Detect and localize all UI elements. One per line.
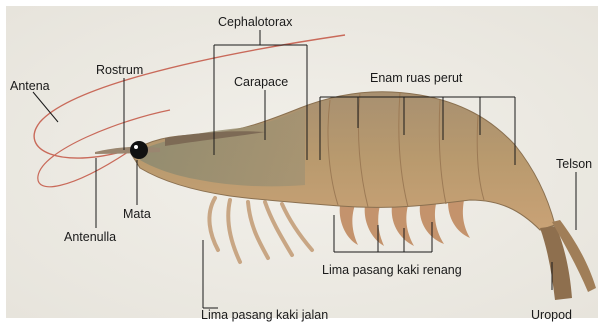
label-enam-ruas-perut: Enam ruas perut bbox=[370, 71, 463, 85]
label-mata: Mata bbox=[123, 207, 151, 221]
label-antenulla: Antenulla bbox=[64, 230, 116, 244]
label-uropod: Uropod bbox=[531, 308, 572, 322]
label-telson: Telson bbox=[556, 157, 592, 171]
label-carapace: Carapace bbox=[234, 75, 288, 89]
label-lima-pasang-kaki-renang: Lima pasang kaki renang bbox=[322, 263, 462, 277]
label-rostrum: Rostrum bbox=[96, 63, 143, 77]
label-antena: Antena bbox=[10, 79, 50, 93]
label-cephalotorax: Cephalotorax bbox=[218, 15, 293, 29]
label-lima-pasang-kaki-jalan: Lima pasang kaki jalan bbox=[201, 308, 328, 322]
eye-highlight bbox=[134, 145, 138, 149]
eye bbox=[130, 141, 148, 159]
